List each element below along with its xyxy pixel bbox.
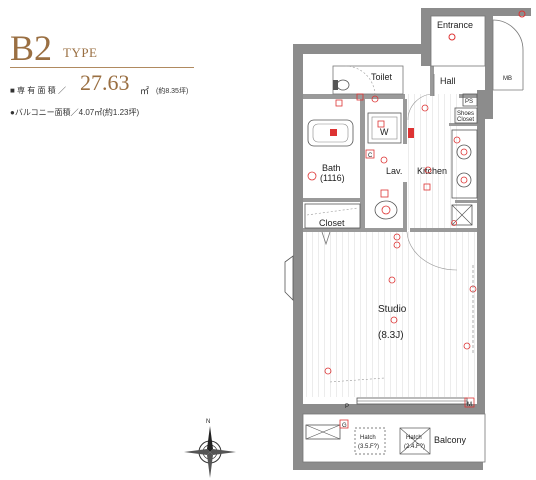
c-mark: C [368,153,373,159]
m-mark: M [467,402,472,408]
outlet-icon [335,99,343,107]
door-swing [407,93,435,121]
bath-fixture-icon [307,171,317,181]
shoes-closet-label: Shoes [457,111,474,117]
light-icon [421,104,429,112]
entrance-room [430,15,486,67]
door-swing [492,19,524,51]
bath-size: (1116) [320,173,345,183]
area-unit: ㎡ [140,86,150,96]
entrance-label: Entrance [437,20,473,30]
balcony-area [302,413,486,463]
ps-label: PS [465,99,473,105]
hatch-2-label: Hatch [406,435,422,441]
p-mark: P [345,404,349,410]
hall-label: Hall [440,76,456,86]
balcony-label: Balcony [434,435,467,445]
studio-size: (8.3J) [378,330,404,341]
plan-header: B2 TYPE ■ 専 有 面 積 ／ 27.63 ㎡ (約8.35坪) ●バル… [0,0,270,140]
shoes-closet-label-2: Closet [457,117,474,123]
hatch-2 [399,427,431,455]
hatch-1 [354,427,386,455]
light-icon [390,316,398,324]
door-swing [406,231,458,271]
closet-area [304,203,361,229]
type-word: TYPE [63,45,98,60]
lav-label: Lav. [386,166,402,176]
light-icon [380,156,388,164]
hatch-2-size: (2.4.F?) [404,444,425,450]
mb-label: MB [503,76,512,82]
light-icon [424,166,432,174]
sink-fixture [374,200,398,220]
compass-north-label: N [206,419,210,425]
area-label: ■ 専 有 面 積 ／ [10,86,66,95]
toilet-label: Toilet [371,72,393,82]
toilet-fixture [336,79,350,91]
interior-walls [303,66,477,232]
washer-label: W [380,127,389,137]
kitchen-label: Kitchen [417,166,447,176]
area-tsubo: (約8.35坪) [156,88,189,95]
washer-area [367,112,402,144]
studio-floor [303,231,485,397]
kitchen-counter [451,129,478,199]
fridge-space [451,204,473,226]
area-value: 27.63 [80,70,130,95]
light-icon [518,10,526,18]
closet-label: Closet [319,218,345,228]
type-code: B2 [10,28,53,68]
compass-rose: N [184,419,236,478]
hatch-1-size: (3.5.F?) [358,444,379,450]
window [284,255,294,301]
bath-label: Bath [322,163,341,173]
hall-floor [405,94,460,230]
outer-walls [293,8,531,470]
bath-control-icon [330,129,337,136]
g-mark: G [342,423,347,429]
balcony-area: ●バルコニー面積／4.07㎡(約1.23坪) [10,108,140,117]
light-icon [371,95,379,103]
hatch-1-label: Hatch [360,435,376,441]
bathtub [307,119,354,147]
studio-label: Studio [378,304,407,315]
header-rule [10,67,194,68]
ac-unit [305,424,341,440]
light-icon [448,33,456,41]
